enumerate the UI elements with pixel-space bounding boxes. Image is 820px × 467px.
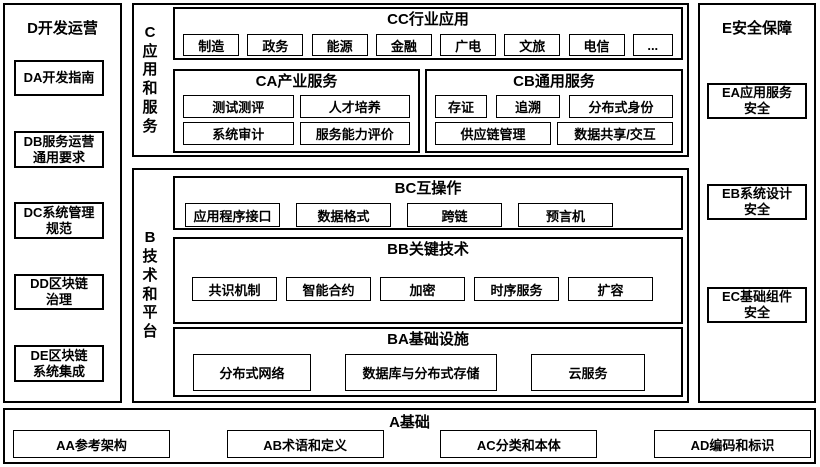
ca-item-service-capability-eval: 服务能力评价	[299, 122, 410, 145]
subsection-bc-title: BC互操作	[394, 180, 462, 197]
section-a-foundation: A基础 AA参考架构 AB术语和定义 AC分类和本体 AD编码和标识	[3, 408, 816, 464]
d-item-dd: DD区块链 治理	[14, 274, 104, 310]
a-item-coding-identification: AD编码和标识	[653, 430, 811, 458]
subsection-ba-title: BA基础设施	[387, 331, 469, 348]
subsection-cc-industry-apps: CC行业应用 制造 政务 能源 金融 广电 文旅 电信 ...	[173, 7, 683, 60]
subsection-bb-key-technologies: BB关键技术 共识机制 智能合约 加密 时序服务 扩容	[173, 237, 683, 324]
a-items-row: AA参考架构 AB术语和定义 AC分类和本体 AD编码和标识	[13, 430, 811, 458]
section-e-title: E安全保障	[721, 20, 792, 37]
subsection-bc-interoperability: BC互操作 应用程序接口 数据格式 跨链 预言机	[173, 176, 683, 230]
cb-item-traceability: 追溯	[496, 95, 560, 118]
cb-item-supply-chain-mgmt: 供应链管理	[435, 122, 551, 145]
bb-item-consensus: 共识机制	[192, 277, 277, 301]
section-d-devops: D开发运营 DA开发指南 DB服务运营 通用要求 DC系统管理 规范 DD区块链…	[3, 3, 122, 403]
a-item-classification-ontology: AC分类和本体	[440, 430, 598, 458]
subsection-bb-title: BB关键技术	[387, 241, 469, 258]
ca-items-grid: 测试测评 人才培养 系统审计 服务能力评价	[175, 95, 418, 145]
cb-item-distributed-identity: 分布式身份	[569, 95, 673, 118]
cb-item-data-sharing-exchange: 数据共享/交互	[557, 122, 673, 145]
cb-row-2: 供应链管理 数据共享/交互	[427, 122, 681, 145]
a-item-terminology-definitions: AB术语和定义	[226, 430, 384, 458]
bc-items-row: 应用程序接口 数据格式 跨链 预言机	[175, 203, 681, 227]
bc-item-api: 应用程序接口	[185, 203, 280, 227]
subsection-ca-title: CA产业服务	[255, 73, 338, 90]
cb-row-1: 存证 追溯 分布式身份	[427, 95, 681, 118]
d-item-de: DE区块链 系统集成	[14, 345, 104, 382]
a-item-reference-architecture: AA参考架构	[13, 430, 170, 458]
bc-item-oracle: 预言机	[518, 203, 613, 227]
d-item-da: DA开发指南	[14, 60, 104, 96]
ba-item-distributed-network: 分布式网络	[193, 354, 311, 391]
bb-item-smart-contract: 智能合约	[286, 277, 371, 301]
subsection-ca-industry-services: CA产业服务 测试测评 人才培养 系统审计 服务能力评价	[173, 69, 420, 153]
ca-item-talent-training: 人才培养	[299, 95, 410, 118]
cb-item-evidence-storage: 存证	[435, 95, 487, 118]
d-item-db: DB服务运营 通用要求	[14, 131, 104, 168]
e-item-eb: EB系统设计 安全	[707, 184, 807, 220]
section-c-application-services: C应用和服务 CC行业应用 制造 政务 能源 金融 广电 文旅 电信 ... C…	[132, 3, 689, 157]
subsection-ba-infrastructure: BA基础设施 分布式网络 数据库与分布式存储 云服务	[173, 327, 683, 397]
e-item-ec: EC基础组件 安全	[707, 287, 807, 323]
section-c-title: C应用和服务	[142, 23, 158, 135]
subsection-cc-title: CC行业应用	[387, 11, 469, 28]
bc-item-cross-chain: 跨链	[407, 203, 502, 227]
section-e-security: E安全保障 EA应用服务 安全 EB系统设计 安全 EC基础组件 安全	[698, 3, 816, 403]
section-b-title-wrap: B技术和平台	[138, 170, 162, 401]
cc-item-telecom: 电信	[568, 34, 625, 56]
bb-item-encryption: 加密	[380, 277, 465, 301]
ca-row-2: 系统审计 服务能力评价	[183, 122, 410, 145]
cc-item-ellipsis: ...	[632, 34, 673, 56]
ba-item-database-distributed-storage: 数据库与分布式存储	[345, 354, 497, 391]
cc-item-broadcast: 广电	[440, 34, 497, 56]
d-item-dc: DC系统管理 规范	[14, 202, 104, 239]
bb-item-timing-service: 时序服务	[474, 277, 559, 301]
ba-items-row: 分布式网络 数据库与分布式存储 云服务	[175, 354, 681, 391]
cc-item-government: 政务	[247, 34, 304, 56]
bb-items-row: 共识机制 智能合约 加密 时序服务 扩容	[175, 277, 681, 301]
ca-item-testing: 测试测评	[183, 95, 294, 118]
section-b-title: B技术和平台	[142, 229, 158, 340]
ca-item-system-audit: 系统审计	[183, 122, 294, 145]
e-item-ea: EA应用服务 安全	[707, 83, 807, 119]
cc-item-culture-tourism: 文旅	[504, 34, 561, 56]
bc-item-data-format: 数据格式	[296, 203, 391, 227]
section-b-technology-platform: B技术和平台 BC互操作 应用程序接口 数据格式 跨链 预言机 BB关键技术 共…	[132, 168, 689, 403]
section-a-title: A基础	[389, 414, 430, 431]
subsection-cb-title: CB通用服务	[513, 73, 595, 90]
cc-items-row: 制造 政务 能源 金融 广电 文旅 电信 ...	[175, 34, 681, 56]
ca-row-1: 测试测评 人才培养	[183, 95, 410, 118]
ba-item-cloud-service: 云服务	[531, 354, 645, 391]
cc-item-energy: 能源	[311, 34, 368, 56]
subsection-cb-general-services: CB通用服务 存证 追溯 分布式身份 供应链管理 数据共享/交互	[425, 69, 683, 153]
cc-item-manufacturing: 制造	[183, 34, 240, 56]
bb-item-scaling: 扩容	[568, 277, 653, 301]
section-c-title-wrap: C应用和服务	[138, 5, 162, 155]
cc-item-finance: 金融	[375, 34, 432, 56]
section-d-title: D开发运营	[27, 20, 98, 37]
